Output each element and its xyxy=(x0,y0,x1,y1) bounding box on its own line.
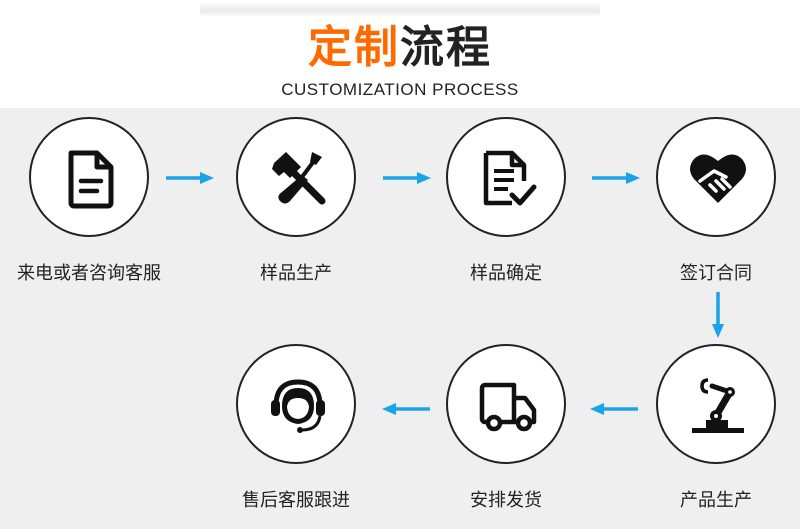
handshake-icon xyxy=(690,154,746,203)
step-1-circle xyxy=(29,117,149,237)
step-2-label: 样品生产 xyxy=(260,263,332,284)
title-rest: 流程 xyxy=(400,22,492,73)
step-4-circle xyxy=(656,117,776,237)
title-highlight: 定制 xyxy=(308,22,400,73)
arrow-left-icon xyxy=(590,403,638,415)
arrow-left-icon xyxy=(382,403,430,415)
page-subtitle: CUSTOMIZATION PROCESS xyxy=(281,80,519,99)
step-7-label: 售后客服跟进 xyxy=(242,490,350,511)
arrow-right-icon xyxy=(166,172,214,184)
step-6-circle xyxy=(446,344,566,464)
step-6-label: 安排发货 xyxy=(470,490,542,511)
step-5-label: 产品生产 xyxy=(680,490,752,511)
page-title: 定制流程 xyxy=(0,22,800,74)
customer-service-headset-icon xyxy=(271,379,325,433)
step-3-label: 样品确定 xyxy=(470,263,542,284)
robot-arm-icon xyxy=(692,378,744,433)
step-5-circle xyxy=(656,344,776,464)
checklist-icon xyxy=(483,150,537,206)
delivery-truck-icon xyxy=(479,382,537,432)
step-1-label: 来电或者咨询客服 xyxy=(17,263,161,284)
step-4-label: 签订合同 xyxy=(680,263,752,284)
arrow-right-icon xyxy=(383,172,431,184)
hammer-screwdriver-icon xyxy=(272,152,326,205)
arrow-down-icon xyxy=(712,292,724,338)
header: 定制流程 CUSTOMIZATION PROCESS xyxy=(0,0,800,108)
document-icon xyxy=(68,150,114,209)
arrow-right-icon xyxy=(592,172,640,184)
step-7-circle xyxy=(236,344,356,464)
step-3-circle xyxy=(446,117,566,237)
faded-heading-decoration xyxy=(200,2,600,16)
step-2-circle xyxy=(236,117,356,237)
